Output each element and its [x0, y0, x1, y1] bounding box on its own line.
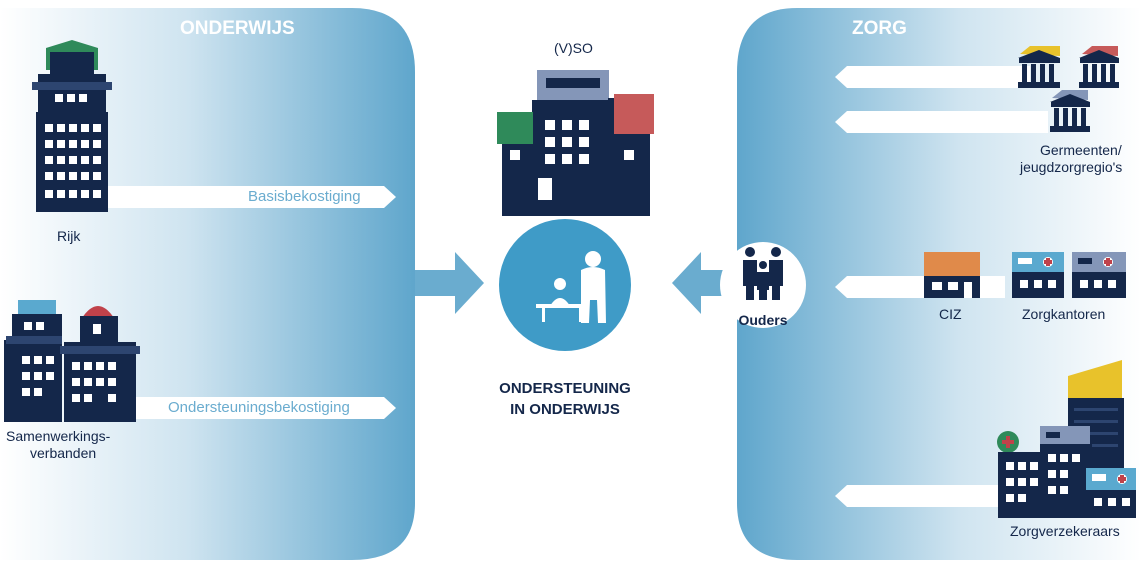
center-title-line2: IN ONDERWIJS — [510, 401, 620, 418]
rijk-label: Rijk — [57, 228, 81, 244]
wmo-arrow — [835, 66, 1030, 88]
teacher-student-icon — [536, 251, 606, 323]
jeugdwet-arrow — [835, 111, 1048, 133]
left-flow-arrow — [415, 252, 484, 314]
zvw-arrow — [835, 485, 1030, 507]
center-title-line1: ONDERSTEUNING — [499, 380, 631, 397]
zorg-title: ZORG — [852, 18, 907, 39]
rijk-windows — [45, 94, 101, 198]
ondersteuningsbekostiging-arrow — [136, 397, 396, 419]
swv-windows — [22, 322, 116, 402]
vso-windows — [510, 120, 634, 200]
right-flow-arrow — [672, 252, 737, 314]
vso-building — [497, 70, 654, 216]
onderwijs-title: ONDERWIJS — [180, 18, 295, 39]
swv-label-line2: verbanden — [30, 445, 97, 461]
gemeenten-label-line2: jeugdzorgregio's — [1020, 159, 1123, 175]
center-title: ONDERSTEUNING IN ONDERWIJS — [490, 378, 640, 420]
ondersteuningsbekostiging-label: Ondersteuningsbekostiging — [168, 399, 350, 416]
basisbekostiging-label: Basisbekostiging — [248, 188, 361, 205]
wlz-label: WLZ — [858, 279, 890, 296]
jeugdwet-label: Jeugdwet — [858, 114, 923, 131]
gemeenten-label-line1: Germeenten/ — [1040, 142, 1122, 158]
zvw-label: ZVW — [858, 488, 892, 505]
gemeenten-buildings — [1018, 46, 1119, 132]
wmo-label: Wmo — [858, 69, 893, 86]
swv-label-line1: Samenwerkings- — [6, 428, 111, 444]
zorgkantoren-buildings — [1012, 252, 1126, 298]
basisbekostiging-arrow — [108, 186, 396, 208]
ciz-building — [924, 252, 980, 298]
zorgverzekeraars-label: Zorgverzekeraars — [1010, 523, 1120, 539]
vso-label: (V)SO — [554, 40, 593, 56]
ouders-label: Ouders — [738, 312, 788, 328]
zorgkantoren-label: Zorgkantoren — [1022, 306, 1106, 322]
ciz-label: CIZ — [939, 306, 962, 322]
parents-icon — [743, 247, 783, 300]
zorgverzekeraars-windows — [1006, 454, 1130, 506]
